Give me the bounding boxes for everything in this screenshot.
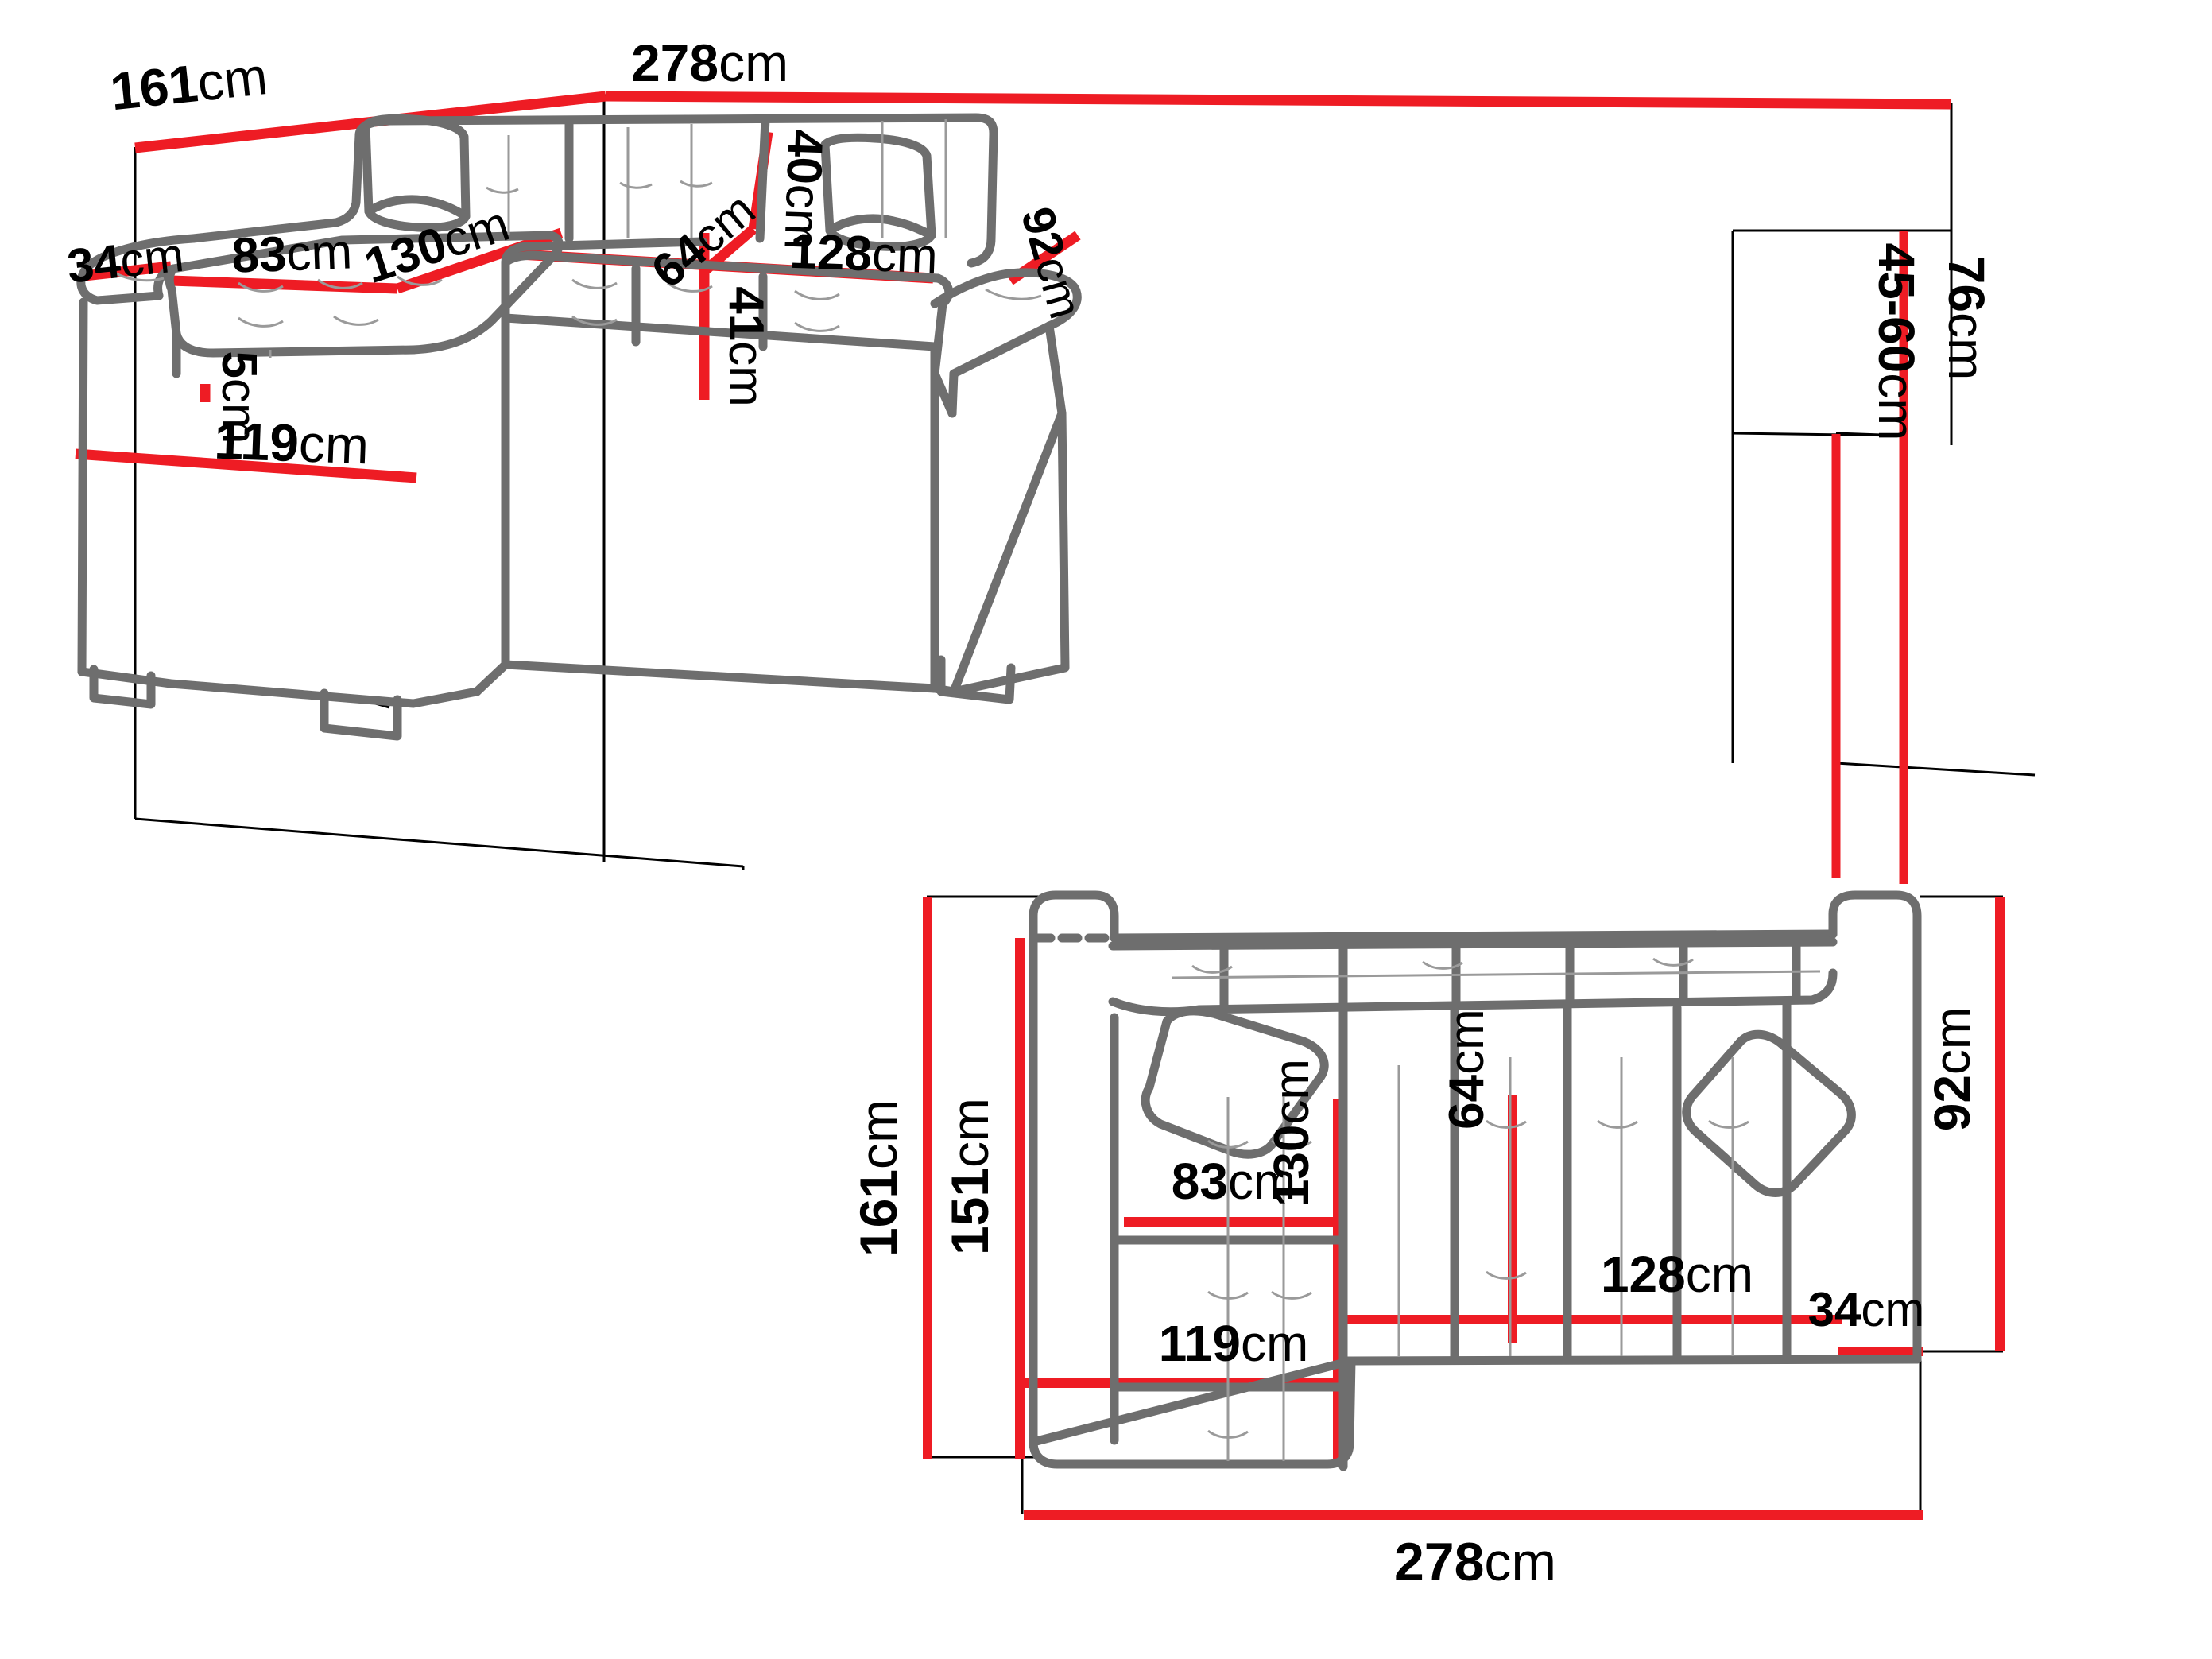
- plan-view: 161cm 151cm 130cm 64cm 128cm 34cm 92cm 8…: [849, 890, 2005, 1592]
- dim-label-arm-width-left: 34cm: [64, 228, 186, 293]
- sofa-outline-plan: [1029, 890, 1922, 1471]
- tufting-lines-plan: [1172, 957, 1821, 1461]
- dim-label-width-total: 278cm: [631, 33, 788, 92]
- dim-label-seat-height: 41cm: [719, 286, 773, 407]
- dim-label-plan-chaise-depth: 83cm: [1172, 1153, 1296, 1210]
- dim-label-seat-width-main: 128cm: [789, 224, 939, 284]
- dim-label-backrest-height: 40cm: [773, 129, 832, 251]
- dim-label-sleep-width-range: 45-60cm: [1868, 243, 1925, 441]
- plan-dimension-labels: 161cm 151cm 130cm 64cm 128cm 34cm 92cm 8…: [849, 1007, 1981, 1592]
- dim-label-plan-seat-width: 128cm: [1601, 1246, 1753, 1303]
- dim-label-plan-depth-total: 161cm: [849, 1099, 908, 1257]
- dim-label-plan-chaise-width: 119cm: [1159, 1315, 1309, 1372]
- dim-label-total-height: 76cm: [1938, 256, 1995, 381]
- dim-label-seat-depth-chaise: 83cm: [230, 224, 353, 283]
- dim-label-depth-total: 161cm: [107, 46, 270, 121]
- dim-label-plan-chaise-length: 130cm: [1265, 1059, 1319, 1207]
- tufting-lines-perspective: [110, 119, 1042, 358]
- sofa-outline-perspective: [76, 113, 1082, 741]
- perspective-extension-lines: [134, 94, 2036, 870]
- dim-label-plan-seat-depth: 64cm: [1439, 1009, 1494, 1130]
- plan-extension-lines: [927, 895, 2003, 1514]
- dim-label-leg-height: 5cm: [211, 351, 266, 444]
- dim-label-plan-width-total: 278cm: [1394, 1532, 1556, 1592]
- dim-label-plan-back-depth: 92cm: [1923, 1007, 1981, 1132]
- dim-label-chaise-depth-floor: 119cm: [213, 411, 370, 475]
- dim-label-plan-depth-inner: 151cm: [940, 1098, 999, 1255]
- dim-label-plan-arm-width: 34cm: [1808, 1283, 1925, 1336]
